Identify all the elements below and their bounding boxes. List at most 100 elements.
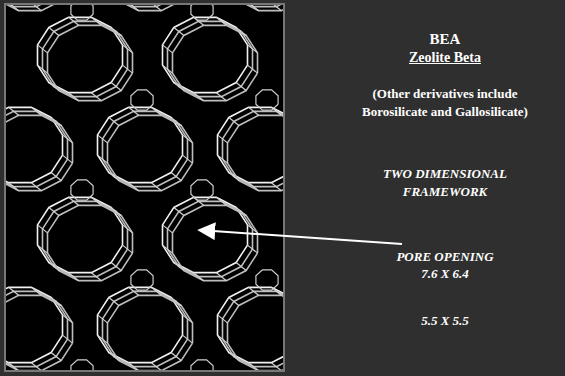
ring-strut <box>69 197 79 205</box>
ring-strut <box>217 155 227 163</box>
annotation-text: 5.5 X 5.5 <box>365 312 525 330</box>
ring-outline <box>6 295 73 370</box>
linking-ring <box>256 270 278 290</box>
ring-strut <box>151 287 161 295</box>
ring-strut <box>63 335 73 343</box>
ring-strut <box>51 353 61 361</box>
ring-outline <box>6 111 68 186</box>
ring-strut <box>171 297 181 305</box>
ring-strut <box>49 27 59 35</box>
ring-strut <box>69 17 79 25</box>
ring-strut <box>111 207 121 215</box>
ring-strut <box>109 353 119 361</box>
ring-strut <box>271 183 281 191</box>
ring-strut <box>31 107 41 115</box>
ring-strut <box>236 27 246 35</box>
ring-strut <box>194 93 204 101</box>
ring-strut <box>229 173 239 181</box>
ring-strut <box>151 183 161 191</box>
ring-strut <box>249 183 259 191</box>
ring-strut <box>229 353 239 361</box>
ring-strut <box>31 183 41 191</box>
ring-strut <box>171 173 181 181</box>
ring-strut <box>216 197 226 205</box>
ring-strut <box>123 225 133 233</box>
ring-outline <box>6 291 68 366</box>
pointer-arrow <box>199 230 402 244</box>
ring-strut <box>249 287 259 295</box>
zeolite-framework <box>6 5 283 370</box>
ring-strut <box>9 107 19 115</box>
ring-strut <box>183 155 193 163</box>
ring-strut <box>183 315 193 323</box>
ring-strut <box>49 263 59 271</box>
ring-strut <box>9 5 19 11</box>
ring-outline <box>107 295 192 370</box>
ring-strut <box>162 245 172 253</box>
ring-strut <box>91 273 101 281</box>
ring-outline <box>6 107 63 182</box>
linking-ring <box>191 180 213 200</box>
ring-strut <box>162 45 172 53</box>
ring-strut <box>123 65 133 73</box>
ring-strut <box>63 135 73 143</box>
ring-strut <box>129 287 139 295</box>
ring-strut <box>162 65 172 73</box>
linking-ring <box>191 360 213 370</box>
ring-strut <box>129 363 139 370</box>
ring-strut <box>183 135 193 143</box>
ring-strut <box>249 363 259 370</box>
ring-strut <box>248 225 258 233</box>
heading: BEA <box>345 30 545 48</box>
ring-strut <box>216 17 226 25</box>
ring-strut <box>216 273 226 281</box>
ring-strut <box>271 5 281 11</box>
linking-ring <box>191 5 213 20</box>
ring-strut <box>9 363 19 370</box>
ring-strut <box>248 245 258 253</box>
ring-strut <box>9 287 19 295</box>
ring-strut <box>217 135 227 143</box>
ring-strut <box>183 335 193 343</box>
ring-outline <box>107 115 192 190</box>
ring-outline <box>6 5 73 11</box>
ring-strut <box>162 225 172 233</box>
ring-outline <box>172 25 257 100</box>
annotation-text: Zeolite Beta <box>345 49 545 67</box>
ring-outline <box>222 291 283 366</box>
ring-strut <box>63 315 73 323</box>
ring-strut <box>9 183 19 191</box>
ring-strut <box>248 65 258 73</box>
linking-ring <box>131 270 153 290</box>
annotation-text: PORE OPENING <box>365 248 525 266</box>
ring-strut <box>151 5 161 11</box>
ring-strut <box>217 315 227 323</box>
ring-strut <box>216 93 226 101</box>
ring-strut <box>174 207 184 215</box>
ring-outline <box>107 5 192 11</box>
ring-strut <box>129 183 139 191</box>
ring-strut <box>109 297 119 305</box>
linking-ring <box>71 180 93 200</box>
linking-ring <box>71 5 93 20</box>
ring-strut <box>194 273 204 281</box>
ring-outline <box>172 205 257 280</box>
ring-strut <box>111 263 121 271</box>
ring-outline <box>222 111 283 186</box>
ring-strut <box>109 173 119 181</box>
ring-strut <box>109 117 119 125</box>
ring-strut <box>229 297 239 305</box>
ring-outline <box>6 287 63 362</box>
ring-strut <box>49 83 59 91</box>
ring-strut <box>97 135 107 143</box>
ring-strut <box>249 5 259 11</box>
ring-strut <box>111 27 121 35</box>
ring-strut <box>37 65 47 73</box>
ring-strut <box>174 263 184 271</box>
ring-strut <box>97 335 107 343</box>
ring-strut <box>63 155 73 163</box>
ring-strut <box>236 83 246 91</box>
ring-strut <box>51 173 61 181</box>
ring-strut <box>123 245 133 253</box>
ring-strut <box>91 17 101 25</box>
